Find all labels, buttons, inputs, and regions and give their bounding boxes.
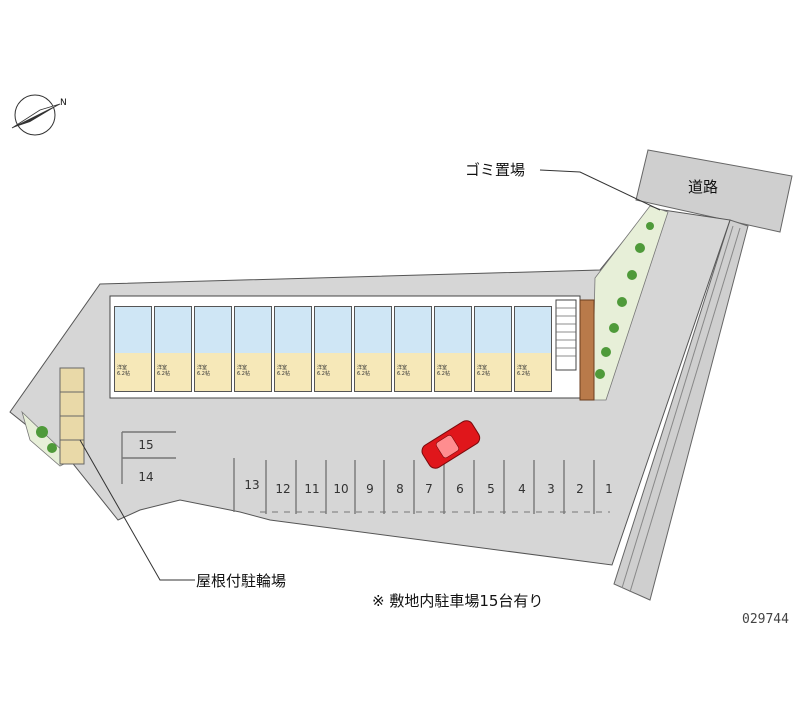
apartment-unit: 洋室 6.2帖 — [434, 306, 472, 392]
parking-slot-number: 7 — [425, 482, 433, 496]
unit-label: 洋室 6.2帖 — [277, 365, 290, 377]
unit-label: 洋室 6.2帖 — [157, 365, 170, 377]
unit-wet-area — [395, 307, 431, 354]
shrubs-right — [595, 222, 654, 379]
apartment-unit: 洋室 6.2帖 — [194, 306, 232, 392]
car — [421, 420, 481, 469]
parking-slot-number: 1 — [605, 482, 613, 496]
label-parking-note: ※ 敷地内駐車場15台有り — [372, 592, 544, 610]
apartment-unit: 洋室 6.2帖 — [314, 306, 352, 392]
unit-room — [115, 353, 151, 391]
unit-wet-area — [155, 307, 191, 354]
apartment-unit: 洋室 6.2帖 — [234, 306, 272, 392]
compass-icon — [11, 94, 61, 136]
label-code: 029744 — [742, 612, 789, 627]
unit-label: 洋室 6.2帖 — [397, 365, 410, 377]
unit-room — [395, 353, 431, 391]
unit-room — [315, 353, 351, 391]
apartment-unit: 洋室 6.2帖 — [354, 306, 392, 392]
parking-slot-number: 4 — [518, 482, 526, 496]
unit-label: 洋室 6.2帖 — [517, 365, 530, 377]
bicycle-leader — [79, 439, 195, 581]
label-garbage: ゴミ置場 — [465, 161, 526, 179]
brick-wall — [579, 299, 595, 401]
unit-room — [275, 353, 311, 391]
parking-slot-number: 11 — [304, 482, 320, 496]
unit-room — [155, 353, 191, 391]
unit-wet-area — [435, 307, 471, 354]
garbage-leader — [539, 169, 661, 211]
unit-wet-area — [115, 307, 151, 354]
parking-slot-number: 3 — [547, 482, 555, 496]
unit-wet-area — [195, 307, 231, 354]
parking-slot-number: 2 — [576, 482, 584, 496]
apartment-unit: 洋室 6.2帖 — [274, 306, 312, 392]
unit-label: 洋室 6.2帖 — [317, 365, 330, 377]
unit-wet-area — [515, 307, 551, 354]
road-area — [635, 149, 793, 233]
compass-n-label: N — [60, 98, 67, 108]
unit-room — [235, 353, 271, 391]
unit-label: 洋室 6.2帖 — [197, 365, 210, 377]
parking-slot-number: 9 — [366, 482, 374, 496]
unit-wet-area — [475, 307, 511, 354]
apartment-unit: 洋室 6.2帖 — [114, 306, 152, 392]
unit-label: 洋室 6.2帖 — [437, 365, 450, 377]
parking-slot-number: 8 — [396, 482, 404, 496]
unit-wet-area — [235, 307, 271, 354]
parking-lines — [121, 431, 595, 514]
unit-room — [355, 353, 391, 391]
shrubs-left — [36, 426, 57, 453]
parking-slot-number: 13 — [244, 478, 260, 492]
unit-room — [195, 353, 231, 391]
unit-wet-area — [355, 307, 391, 354]
staircase — [555, 299, 577, 371]
apartment-unit: 洋室 6.2帖 — [514, 306, 552, 392]
unit-room — [435, 353, 471, 391]
unit-wet-area — [275, 307, 311, 354]
parking-slot-number: 12 — [275, 482, 291, 496]
unit-room — [515, 353, 551, 391]
apartment-unit: 洋室 6.2帖 — [394, 306, 432, 392]
unit-label: 洋室 6.2帖 — [117, 365, 130, 377]
unit-wet-area — [315, 307, 351, 354]
label-bicycle: 屋根付駐輪場 — [196, 572, 287, 590]
unit-room — [475, 353, 511, 391]
parking-slot-number: 5 — [487, 482, 495, 496]
unit-label: 洋室 6.2帖 — [357, 365, 370, 377]
label-road: 道路 — [688, 178, 719, 196]
parking-slot-number: 10 — [333, 482, 349, 496]
apartment-unit: 洋室 6.2帖 — [474, 306, 512, 392]
parking-slot-number: 14 — [138, 470, 154, 484]
unit-label: 洋室 6.2帖 — [477, 365, 490, 377]
unit-label: 洋室 6.2帖 — [237, 365, 250, 377]
parking-slot-number: 6 — [456, 482, 464, 496]
apartment-unit: 洋室 6.2帖 — [154, 306, 192, 392]
parking-slot-number: 15 — [138, 438, 154, 452]
